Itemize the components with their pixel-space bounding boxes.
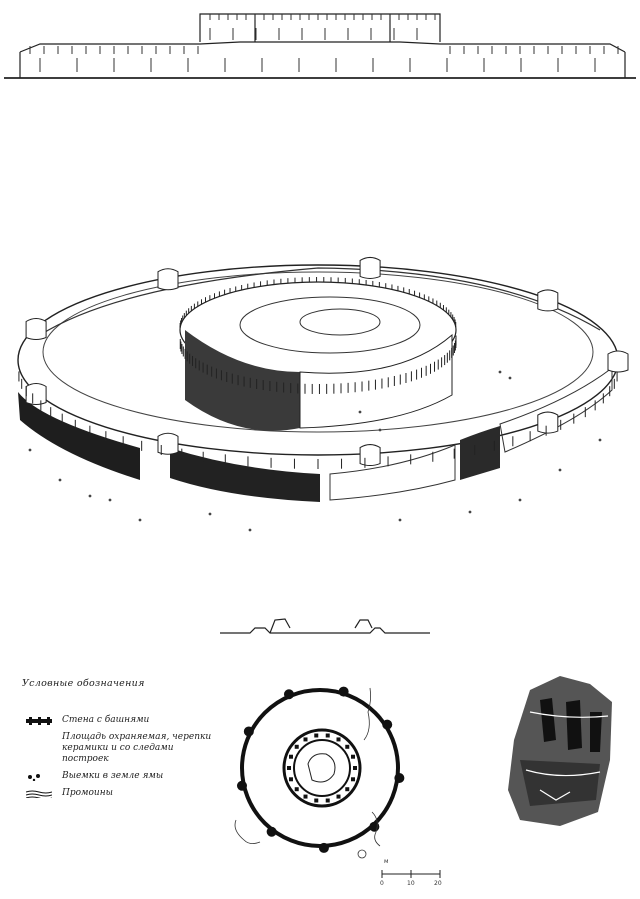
legend-label: Стена с башнями	[62, 715, 150, 725]
legend-item-wall: Стена с башнями	[22, 715, 222, 726]
legend-item-pits: Выемки в земле ямы	[22, 771, 222, 782]
legend-item-gullies: Промоины	[22, 788, 222, 799]
scale-tick-2: 20	[434, 880, 442, 887]
perspective-reconstruction	[17, 256, 629, 532]
scale-tick-1: 10	[407, 880, 415, 887]
legend-label: Площадь охраняемая, черепки керамики и с…	[62, 732, 212, 764]
outer-wall	[17, 264, 619, 502]
elevation-drawing	[4, 13, 636, 79]
dots-symbol-icon	[28, 774, 40, 781]
legend-label: Выемки в земле ямы	[62, 771, 164, 781]
citadel	[179, 281, 457, 431]
wall-symbol-icon	[26, 717, 52, 725]
legend: Условные обозначения Стена с башнями Пло…	[22, 678, 222, 805]
scale-tick-0: 0	[380, 880, 384, 887]
plan-citadel	[282, 728, 362, 808]
legend-item-area: Площадь охраняемая, черепки керамики и с…	[22, 732, 212, 765]
scale-bar	[381, 870, 441, 878]
scale-unit: м	[384, 858, 389, 865]
legend-title: Условные обозначения	[22, 678, 145, 689]
legend-label: Промоины	[62, 788, 113, 798]
gully-symbol-icon	[26, 790, 52, 798]
